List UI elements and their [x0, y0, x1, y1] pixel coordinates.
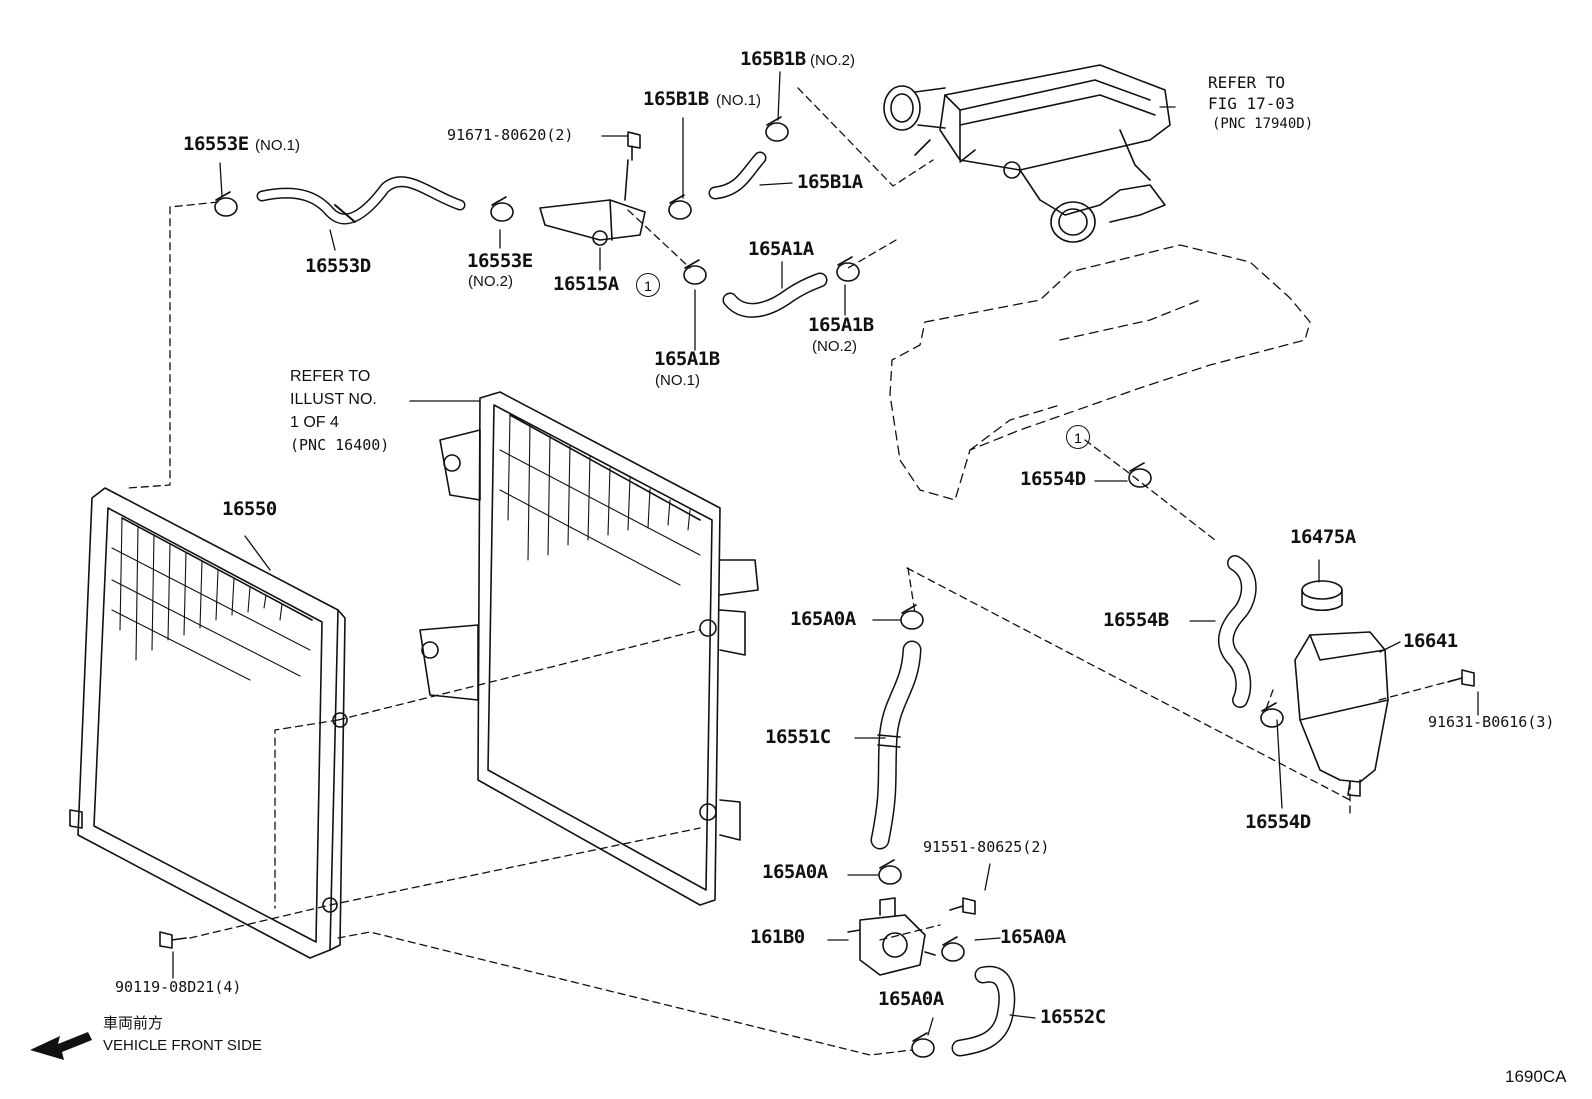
part-16551C[interactable]: 16551C	[765, 726, 831, 748]
part-16554D-bottom[interactable]: 16554D	[1245, 811, 1311, 833]
radiator-16550	[69, 487, 348, 959]
reference-marker-1: 1	[636, 273, 660, 297]
part-165A1B-no2-note: (NO.2)	[812, 338, 857, 355]
refer-fig-line2[interactable]: FIG 17-03	[1208, 94, 1295, 113]
vehicle-front-label-jp: 車両前方	[103, 1015, 164, 1032]
refer-fig-line1: REFER TO	[1208, 73, 1286, 92]
part-91551-80625[interactable]: 91551-80625(2)	[923, 838, 1050, 856]
part-165A1B-no1-note: (NO.1)	[655, 372, 700, 389]
front-arrow-icon	[30, 1032, 92, 1060]
part-165A0A[interactable]: 165A0A	[762, 861, 828, 883]
part-16515A[interactable]: 16515A	[553, 273, 619, 295]
part-161B0[interactable]: 161B0	[750, 926, 805, 948]
refer-illust-line3: 1 OF 4	[290, 414, 339, 431]
reference-marker-1: 1	[1066, 425, 1090, 449]
bolts	[159, 131, 1475, 949]
part-165B1A[interactable]: 165B1A	[797, 171, 863, 193]
part-165A0A[interactable]: 165A0A	[878, 988, 944, 1010]
part-16553E-no2-note: (NO.2)	[468, 273, 513, 290]
intercooler-assembly	[883, 64, 1171, 243]
part-16553E-no1-note: (NO.1)	[255, 137, 300, 154]
refer-fig-line3: (PNC 17940D)	[1212, 116, 1314, 132]
engine-outline	[889, 244, 1311, 501]
part-16641[interactable]: 16641	[1403, 630, 1458, 652]
part-165B1B-no1[interactable]: 165B1B	[643, 88, 709, 110]
part-16554D-top[interactable]: 16554D	[1020, 468, 1086, 490]
dashed-connection-lines	[127, 87, 1463, 1056]
part-16552C[interactable]: 16552C	[1040, 1006, 1106, 1028]
hose-16551C	[870, 640, 922, 850]
leader-lines	[172, 71, 1479, 1036]
vehicle-front-label: VEHICLE FRONT SIDE	[103, 1037, 262, 1054]
clamps	[214, 116, 1284, 1058]
figure-code: 1690CA	[1505, 1067, 1567, 1086]
part-165B1B-no2-note: (NO.2)	[810, 52, 855, 69]
pump-161B0	[847, 897, 936, 976]
part-91631-B0616[interactable]: 91631-B0616(3)	[1428, 713, 1555, 731]
part-91671-80620[interactable]: 91671-80620(2)	[447, 126, 574, 144]
hose-165B1A	[708, 151, 767, 200]
refer-illust-line2[interactable]: ILLUST NO.	[290, 391, 377, 408]
part-16554B[interactable]: 16554B	[1103, 609, 1169, 631]
part-16553D[interactable]: 16553D	[305, 255, 371, 277]
part-165A0A[interactable]: 165A0A	[790, 608, 856, 630]
part-165A1A[interactable]: 165A1A	[748, 238, 814, 260]
hose-16554B	[1218, 555, 1257, 708]
part-165B1B-no2[interactable]: 165B1B	[740, 48, 806, 70]
part-165A1B-no1[interactable]: 165A1B	[654, 348, 720, 370]
part-165A1B-no2[interactable]: 165A1B	[808, 314, 874, 336]
refer-fig-17-03-note: REFER TO FIG 17-03 (PNC 17940D)	[1208, 72, 1313, 135]
refer-illust-note: REFER TO ILLUST NO. 1 OF 4 (PNC 16400)	[290, 365, 389, 457]
condenser-assembly	[419, 391, 759, 906]
valve-16515A	[539, 159, 646, 246]
part-16550[interactable]: 16550	[222, 498, 277, 520]
part-165B1B-no1-note: (NO.1)	[716, 92, 761, 109]
hose-165A1A	[722, 272, 828, 318]
part-16475A[interactable]: 16475A	[1290, 526, 1356, 548]
part-165A0A[interactable]: 165A0A	[1000, 926, 1066, 948]
reservoir-16641	[1294, 580, 1389, 797]
part-16553E-no1[interactable]: 16553E	[183, 133, 249, 155]
hose-16553D	[256, 176, 466, 225]
refer-illust-line1: REFER TO	[290, 368, 371, 385]
part-16553E-no2[interactable]: 16553E	[467, 250, 533, 272]
hose-16552C	[951, 965, 1016, 1057]
part-90119-08D21[interactable]: 90119-08D21(4)	[115, 978, 242, 996]
refer-illust-line4: (PNC 16400)	[290, 436, 390, 454]
